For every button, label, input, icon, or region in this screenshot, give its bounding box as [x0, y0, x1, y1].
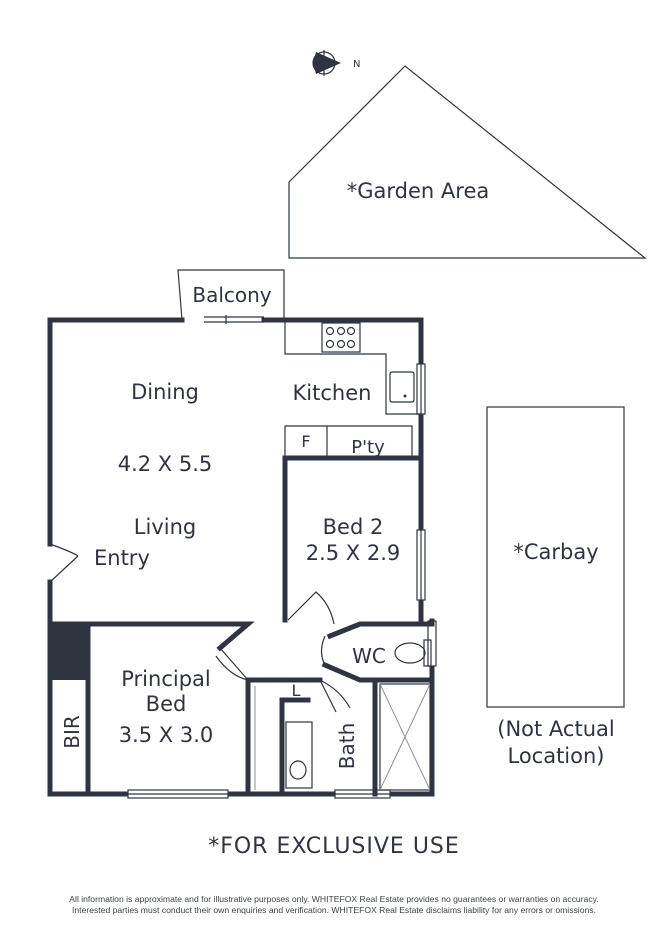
- disclaimer-line1: All information is approximate and for i…: [69, 894, 599, 904]
- exclusive-use-note: *FOR EXCLUSIVE USE: [208, 834, 460, 859]
- garden-area-outline: [288, 65, 647, 259]
- bed2-label: Bed 2: [323, 515, 384, 539]
- bir-label: BIR: [60, 715, 84, 749]
- bath-label: Bath: [335, 723, 359, 770]
- linen-label: L: [292, 681, 301, 700]
- principal-bed-label-line1: Principal: [121, 667, 211, 691]
- disclaimer-line2: Interested parties must conduct their ow…: [72, 905, 596, 915]
- compass-icon: [312, 50, 341, 76]
- bath-door: [319, 679, 351, 713]
- living-dimensions-label: 4.2 X 5.5: [118, 452, 213, 476]
- balcony-sliding-door: [204, 315, 264, 324]
- carbay-note-line1: (Not Actual: [497, 717, 614, 741]
- kitchen-label: Kitchen: [293, 381, 372, 405]
- balcony-label: Balcony: [192, 283, 271, 307]
- entry-label: Entry: [94, 546, 150, 570]
- wc-door: [320, 635, 326, 666]
- windows: [127, 363, 437, 799]
- bir-robe-block: [52, 626, 88, 680]
- interior-walls: [47, 455, 435, 797]
- bed2-dimensions-label: 2.5 X 2.9: [306, 541, 401, 565]
- balcony-outline: [177, 269, 285, 321]
- entry-door: [49, 543, 79, 583]
- kitchen-benches: [284, 320, 421, 458]
- wc-label: WC: [352, 644, 386, 668]
- bed2-door: [287, 591, 335, 625]
- toilet-icon: [394, 639, 432, 667]
- principal-bed-label-line2: Bed: [146, 692, 187, 716]
- fridge-label: F: [301, 432, 310, 451]
- principal-bed-dimensions-label: 3.5 X 3.0: [119, 723, 214, 747]
- dining-label: Dining: [131, 380, 199, 404]
- basin-icon: [285, 721, 313, 789]
- garden-area-label: *Garden Area: [347, 179, 489, 203]
- living-label: Living: [134, 515, 196, 539]
- carbay-note-line2: Location): [507, 744, 604, 768]
- principal-bed-door: [215, 647, 250, 681]
- pantry-label: P'ty: [351, 437, 385, 458]
- compass-north-label: N: [353, 59, 360, 70]
- carbay-label: *Carbay: [513, 540, 598, 564]
- carbay-outline: [486, 406, 625, 708]
- shower-icon: [379, 683, 431, 791]
